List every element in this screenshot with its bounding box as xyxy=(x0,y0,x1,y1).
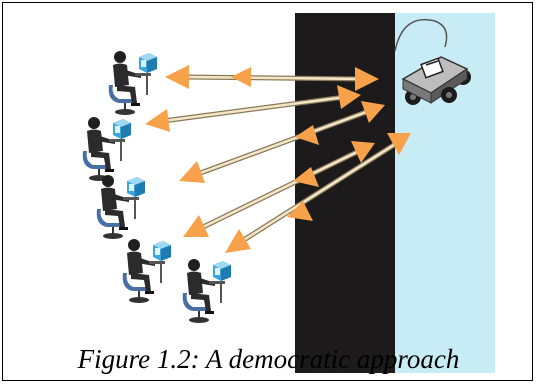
user-at-computer-icon xyxy=(81,116,132,182)
democratic-approach-diagram xyxy=(81,13,495,373)
network-barrier-wall xyxy=(295,13,395,373)
arrow-user-3 xyxy=(179,101,385,183)
figure-caption: Figure 1.2: A democratic approach xyxy=(77,344,460,374)
figure-frame: Figure 1.2: A democratic approach xyxy=(2,2,533,381)
user-at-computer-icon xyxy=(181,258,232,324)
robot-cable xyxy=(394,18,448,52)
arrow-user-2 xyxy=(145,85,361,132)
user-at-computer-icon xyxy=(107,50,158,116)
user-at-computer-icon xyxy=(121,238,172,304)
arrow-user-5 xyxy=(225,133,411,253)
user-at-computer-icon xyxy=(95,174,146,240)
arrow-user-1 xyxy=(165,65,379,91)
robot-rover-icon xyxy=(401,56,471,105)
communication-arrows xyxy=(145,65,411,253)
arrow-user-4 xyxy=(183,141,375,237)
